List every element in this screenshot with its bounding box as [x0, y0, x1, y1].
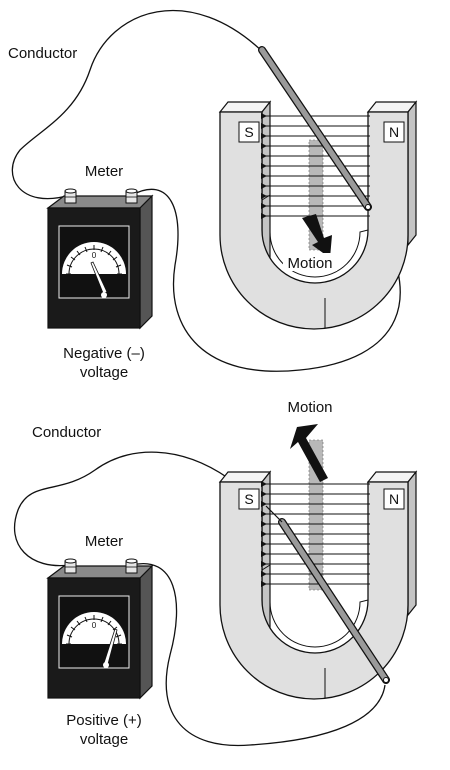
- top-north-pole-label: N: [389, 124, 399, 140]
- top-meter-zero-label: 0: [92, 251, 97, 260]
- bottom-conductor-label: Conductor: [32, 424, 101, 441]
- bottom-north-pole-label: N: [389, 491, 399, 507]
- bottom-motion-label: Motion: [287, 399, 332, 416]
- top-meter-label: Meter: [85, 163, 123, 180]
- bottom-voltage-label-line2: voltage: [80, 731, 128, 748]
- top-motion-arrow: [302, 214, 332, 258]
- bottom-voltage-label-line1: Positive (+): [66, 712, 141, 729]
- top-panel: S N Motion: [8, 11, 416, 381]
- bottom-meter-zero-label: 0: [92, 621, 97, 630]
- bottom-meter: 0: [48, 559, 152, 698]
- top-voltage-label-line1: Negative (–): [63, 345, 145, 362]
- top-voltage-label-line2: voltage: [80, 364, 128, 381]
- bottom-south-pole-label: S: [244, 491, 253, 507]
- top-conductor-label: Conductor: [8, 45, 77, 62]
- bottom-meter-label: Meter: [85, 533, 123, 550]
- top-meter: 0: [48, 189, 152, 328]
- top-motion-label: Motion: [287, 255, 332, 272]
- top-south-pole-label: S: [244, 124, 253, 140]
- bottom-panel: S N Motion: [15, 399, 416, 748]
